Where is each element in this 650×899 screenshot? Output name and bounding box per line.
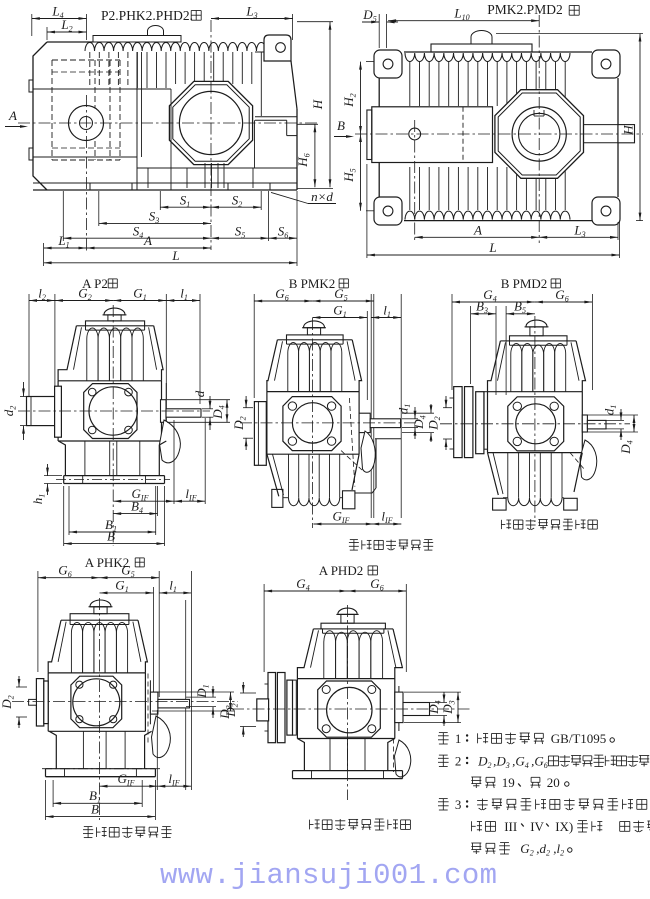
svg-text:P2.PHK2.PHD2.: P2.PHK2.PHD2. (101, 8, 193, 23)
svg-text:B3: B3 (476, 299, 488, 316)
svg-text:d1: d1 (602, 405, 619, 416)
svg-text:B: B (337, 118, 345, 133)
svg-text:www.jiansuji001.com: www.jiansuji001.com (160, 859, 497, 892)
svg-text:d2: d2 (1, 406, 18, 417)
svg-text:l1: l1 (383, 303, 391, 320)
svg-text:A: A (8, 108, 17, 123)
svg-text:20: 20 (547, 775, 560, 790)
svg-text:,G6: ,G6 (531, 754, 548, 771)
svg-text:IV: IV (530, 819, 544, 834)
svg-text:B: B (91, 801, 99, 816)
svg-text:2: 2 (455, 754, 462, 769)
svg-text:1: 1 (455, 731, 462, 746)
svg-text:S3: S3 (149, 209, 160, 226)
svg-text:19: 19 (502, 775, 515, 790)
svg-text:GB/T1095: GB/T1095 (551, 731, 607, 746)
svg-text:S4: S4 (133, 223, 144, 240)
svg-text:H: H (621, 125, 636, 136)
svg-text:A PHD2: A PHD2 (319, 563, 363, 578)
svg-text:S2: S2 (232, 192, 243, 209)
svg-text:A: A (473, 222, 482, 237)
svg-text:B4: B4 (131, 499, 143, 516)
svg-text:lIF: lIF (168, 771, 179, 788)
svg-text:H: H (310, 99, 325, 110)
svg-text:lIF: lIF (381, 509, 392, 526)
svg-text:,G4: ,G4 (512, 754, 529, 771)
svg-text:lIF: lIF (185, 486, 196, 503)
svg-text:d1: d1 (396, 404, 413, 415)
svg-text:III: III (504, 819, 517, 834)
svg-text:h1: h1 (30, 494, 47, 505)
svg-text:S5: S5 (235, 223, 246, 240)
svg-text:S6: S6 (278, 223, 289, 240)
svg-text:L: L (488, 240, 496, 255)
svg-text:B PMK2: B PMK2 (289, 276, 336, 291)
svg-text:l2: l2 (38, 286, 46, 303)
svg-text:S1: S1 (180, 192, 191, 209)
svg-text:,D3: ,D3 (493, 754, 510, 771)
svg-text:3: 3 (455, 797, 462, 812)
svg-text:A: A (143, 233, 152, 248)
svg-text:B: B (107, 529, 115, 544)
svg-text:A P2: A P2 (82, 276, 108, 291)
svg-text:A PHK2: A PHK2 (85, 555, 129, 570)
svg-text:B5: B5 (514, 299, 526, 316)
svg-text:IX): IX) (555, 819, 573, 834)
svg-text:n×d: n×d (311, 189, 333, 204)
svg-text:B1: B1 (89, 788, 101, 805)
svg-text:l1: l1 (180, 286, 188, 303)
svg-text:B PMD2: B PMD2 (501, 276, 548, 291)
svg-text:,l2: ,l2 (553, 841, 564, 858)
svg-text:B1: B1 (105, 517, 117, 534)
svg-text:PMK2.PMD2: PMK2.PMD2 (487, 2, 562, 17)
svg-text:L: L (171, 248, 179, 263)
svg-text:d: d (192, 390, 207, 397)
svg-text:l1: l1 (169, 578, 177, 595)
